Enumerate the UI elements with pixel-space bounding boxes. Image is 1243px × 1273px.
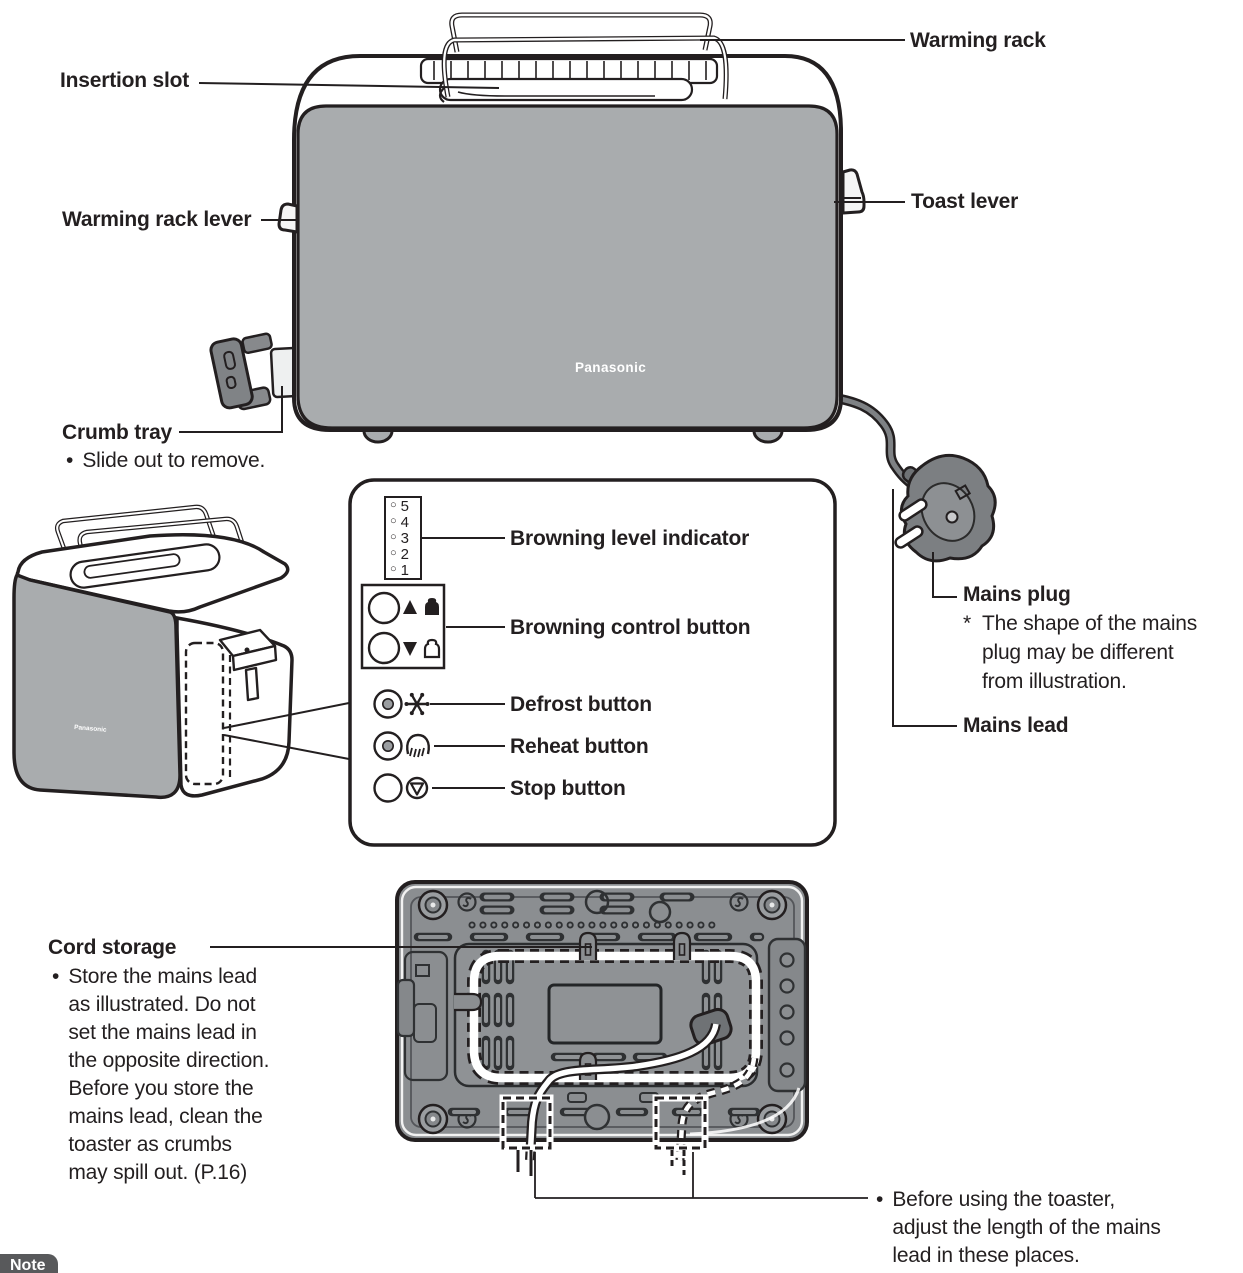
cord-storage-label: Cord storage: [48, 936, 177, 959]
callout-box: [348, 478, 837, 847]
mains-lead-pointer: [892, 489, 957, 727]
panel-slots: [481, 949, 723, 1085]
mains-plug-note: * The shape of the mains plug may be diff…: [963, 609, 1197, 696]
warming-rack-illustration: [438, 12, 729, 103]
rating-plate: [547, 983, 663, 1045]
note-line: as illustrated. Do not: [68, 993, 256, 1016]
cord-tails: [516, 1150, 533, 1176]
cord-alt-route-dashed: [677, 1057, 757, 1161]
level-row: ○2: [390, 547, 420, 562]
level-number: 1: [400, 561, 409, 579]
browning-down-button-icon: [367, 631, 401, 665]
level-number: 3: [400, 529, 409, 547]
bullet-icon: •: [876, 1188, 884, 1211]
underside-feet-screws: [417, 889, 788, 1135]
crumb-tray-label: Crumb tray: [62, 421, 173, 444]
light-toast-icon: [423, 638, 441, 659]
brand-logo-small: Panasonic: [74, 724, 107, 734]
warming-rack-label: Warming rack: [910, 29, 1046, 52]
cord-tails-dashed: [670, 1150, 686, 1175]
insertion-slot-pointer: [198, 82, 500, 89]
side-lever-illustration: [218, 628, 278, 702]
toaster-front-panel: [296, 104, 839, 430]
note-line: Store the mains lead: [68, 965, 257, 988]
down-triangle-icon: [403, 642, 417, 656]
mains-lead-label: Mains lead: [963, 714, 1069, 737]
crumb-tray-note-text: Slide out to remove.: [82, 449, 266, 472]
level-number: 2: [400, 545, 409, 563]
bullet-icon: •: [52, 965, 60, 988]
note-line: Before using the toaster,: [892, 1188, 1116, 1211]
stop-button-label: Stop button: [510, 777, 626, 800]
cord-storage-note: • Store the mains lead as illustrated. D…: [52, 963, 269, 1187]
note-line: lead in these places.: [892, 1244, 1080, 1267]
cord-storage-path: [469, 951, 761, 1083]
toaster-front-illustration: Panasonic: [209, 12, 997, 563]
note-line: Before you store the: [68, 1077, 254, 1100]
stop-button-icon: [373, 773, 403, 803]
defrost-button-label: Defrost button: [510, 693, 652, 716]
note-line: the opposite direction.: [68, 1049, 270, 1072]
brand-logo: Panasonic: [575, 360, 646, 375]
insertion-slot-label: Insertion slot: [60, 69, 190, 92]
note-badge: Note: [0, 1254, 58, 1273]
mains-plug-label: Mains plug: [963, 583, 1071, 606]
browning-up-button-icon: [367, 591, 401, 625]
mains-plug-note-line: from illustration.: [982, 670, 1127, 693]
snowflake-icon: [404, 692, 430, 716]
note-line: may spill out. (P.16): [68, 1161, 248, 1184]
up-triangle-icon: [403, 600, 417, 614]
browning-control-button-label: Browning control button: [510, 616, 751, 639]
crumb-tray-pointer: [179, 386, 283, 433]
note-line: set the mains lead in: [68, 1021, 257, 1044]
insertion-slot-outline: [438, 77, 694, 102]
lamp-icon: ○: [390, 530, 397, 543]
lamp-icon: ○: [390, 562, 397, 575]
lamp-icon: ○: [390, 498, 397, 511]
callout-pointer-lines: [179, 39, 957, 727]
level-row: ○5: [390, 499, 420, 514]
lamp-icon: ○: [390, 546, 397, 559]
steam-icon: [406, 733, 430, 758]
control-panel-highlight-dashed: [184, 641, 225, 786]
level-number: 4: [400, 513, 409, 531]
level-row: ○4: [390, 515, 420, 530]
bullet-icon: •: [66, 449, 74, 472]
asterisk-icon: *: [963, 612, 971, 635]
control-panel-callout: [348, 478, 837, 847]
lamp-icon: ○: [390, 514, 397, 527]
plug-pin: [894, 525, 924, 549]
toaster-angled-illustration: Panasonic: [12, 504, 350, 800]
level-row: ○3: [390, 531, 420, 546]
toast-lever-label: Toast lever: [911, 190, 1019, 213]
cord-adjust-areas: [499, 1094, 709, 1152]
toast-lever-illustration: [841, 168, 866, 215]
dark-toast-icon: [425, 598, 439, 615]
adjust-note-lines: Before using the toaster, adjust the len…: [892, 1186, 1161, 1270]
note-line: adjust the length of the mains: [892, 1216, 1161, 1239]
stop-icon: [405, 776, 429, 800]
crumb-tray-note: • Slide out to remove.: [66, 447, 265, 475]
level-number: 5: [400, 497, 409, 515]
cord-storage-note-lines: Store the mains lead as illustrated. Do …: [68, 963, 269, 1187]
adjust-note-connector: [534, 1152, 868, 1199]
mains-plug-note-line: The shape of the mains: [982, 612, 1198, 635]
panel-label-pointers: [422, 537, 505, 789]
mains-plug-illustration: [894, 453, 997, 563]
underside-illustration: [395, 880, 809, 1176]
note-line: mains lead, clean the: [68, 1105, 263, 1128]
warming-rack-lever-illustration: [277, 202, 299, 234]
browning-level-indicator: ○5 ○4 ○3 ○2 ○1: [384, 496, 422, 580]
plug-pin: [898, 498, 928, 522]
adjust-length-note: • Before using the toaster, adjust the l…: [876, 1186, 1161, 1270]
warming-rack-lever-label: Warming rack lever: [62, 208, 252, 231]
note-line: toaster as crumbs: [68, 1133, 232, 1156]
mains-plug-pointer: [932, 552, 957, 598]
panel-pointer-lines: [223, 702, 350, 760]
mains-plug-note-line: plug may be different: [982, 641, 1174, 664]
browning-level-indicator-label: Browning level indicator: [510, 527, 750, 550]
reheat-button-label: Reheat button: [510, 735, 649, 758]
level-row: ○1: [390, 563, 420, 578]
